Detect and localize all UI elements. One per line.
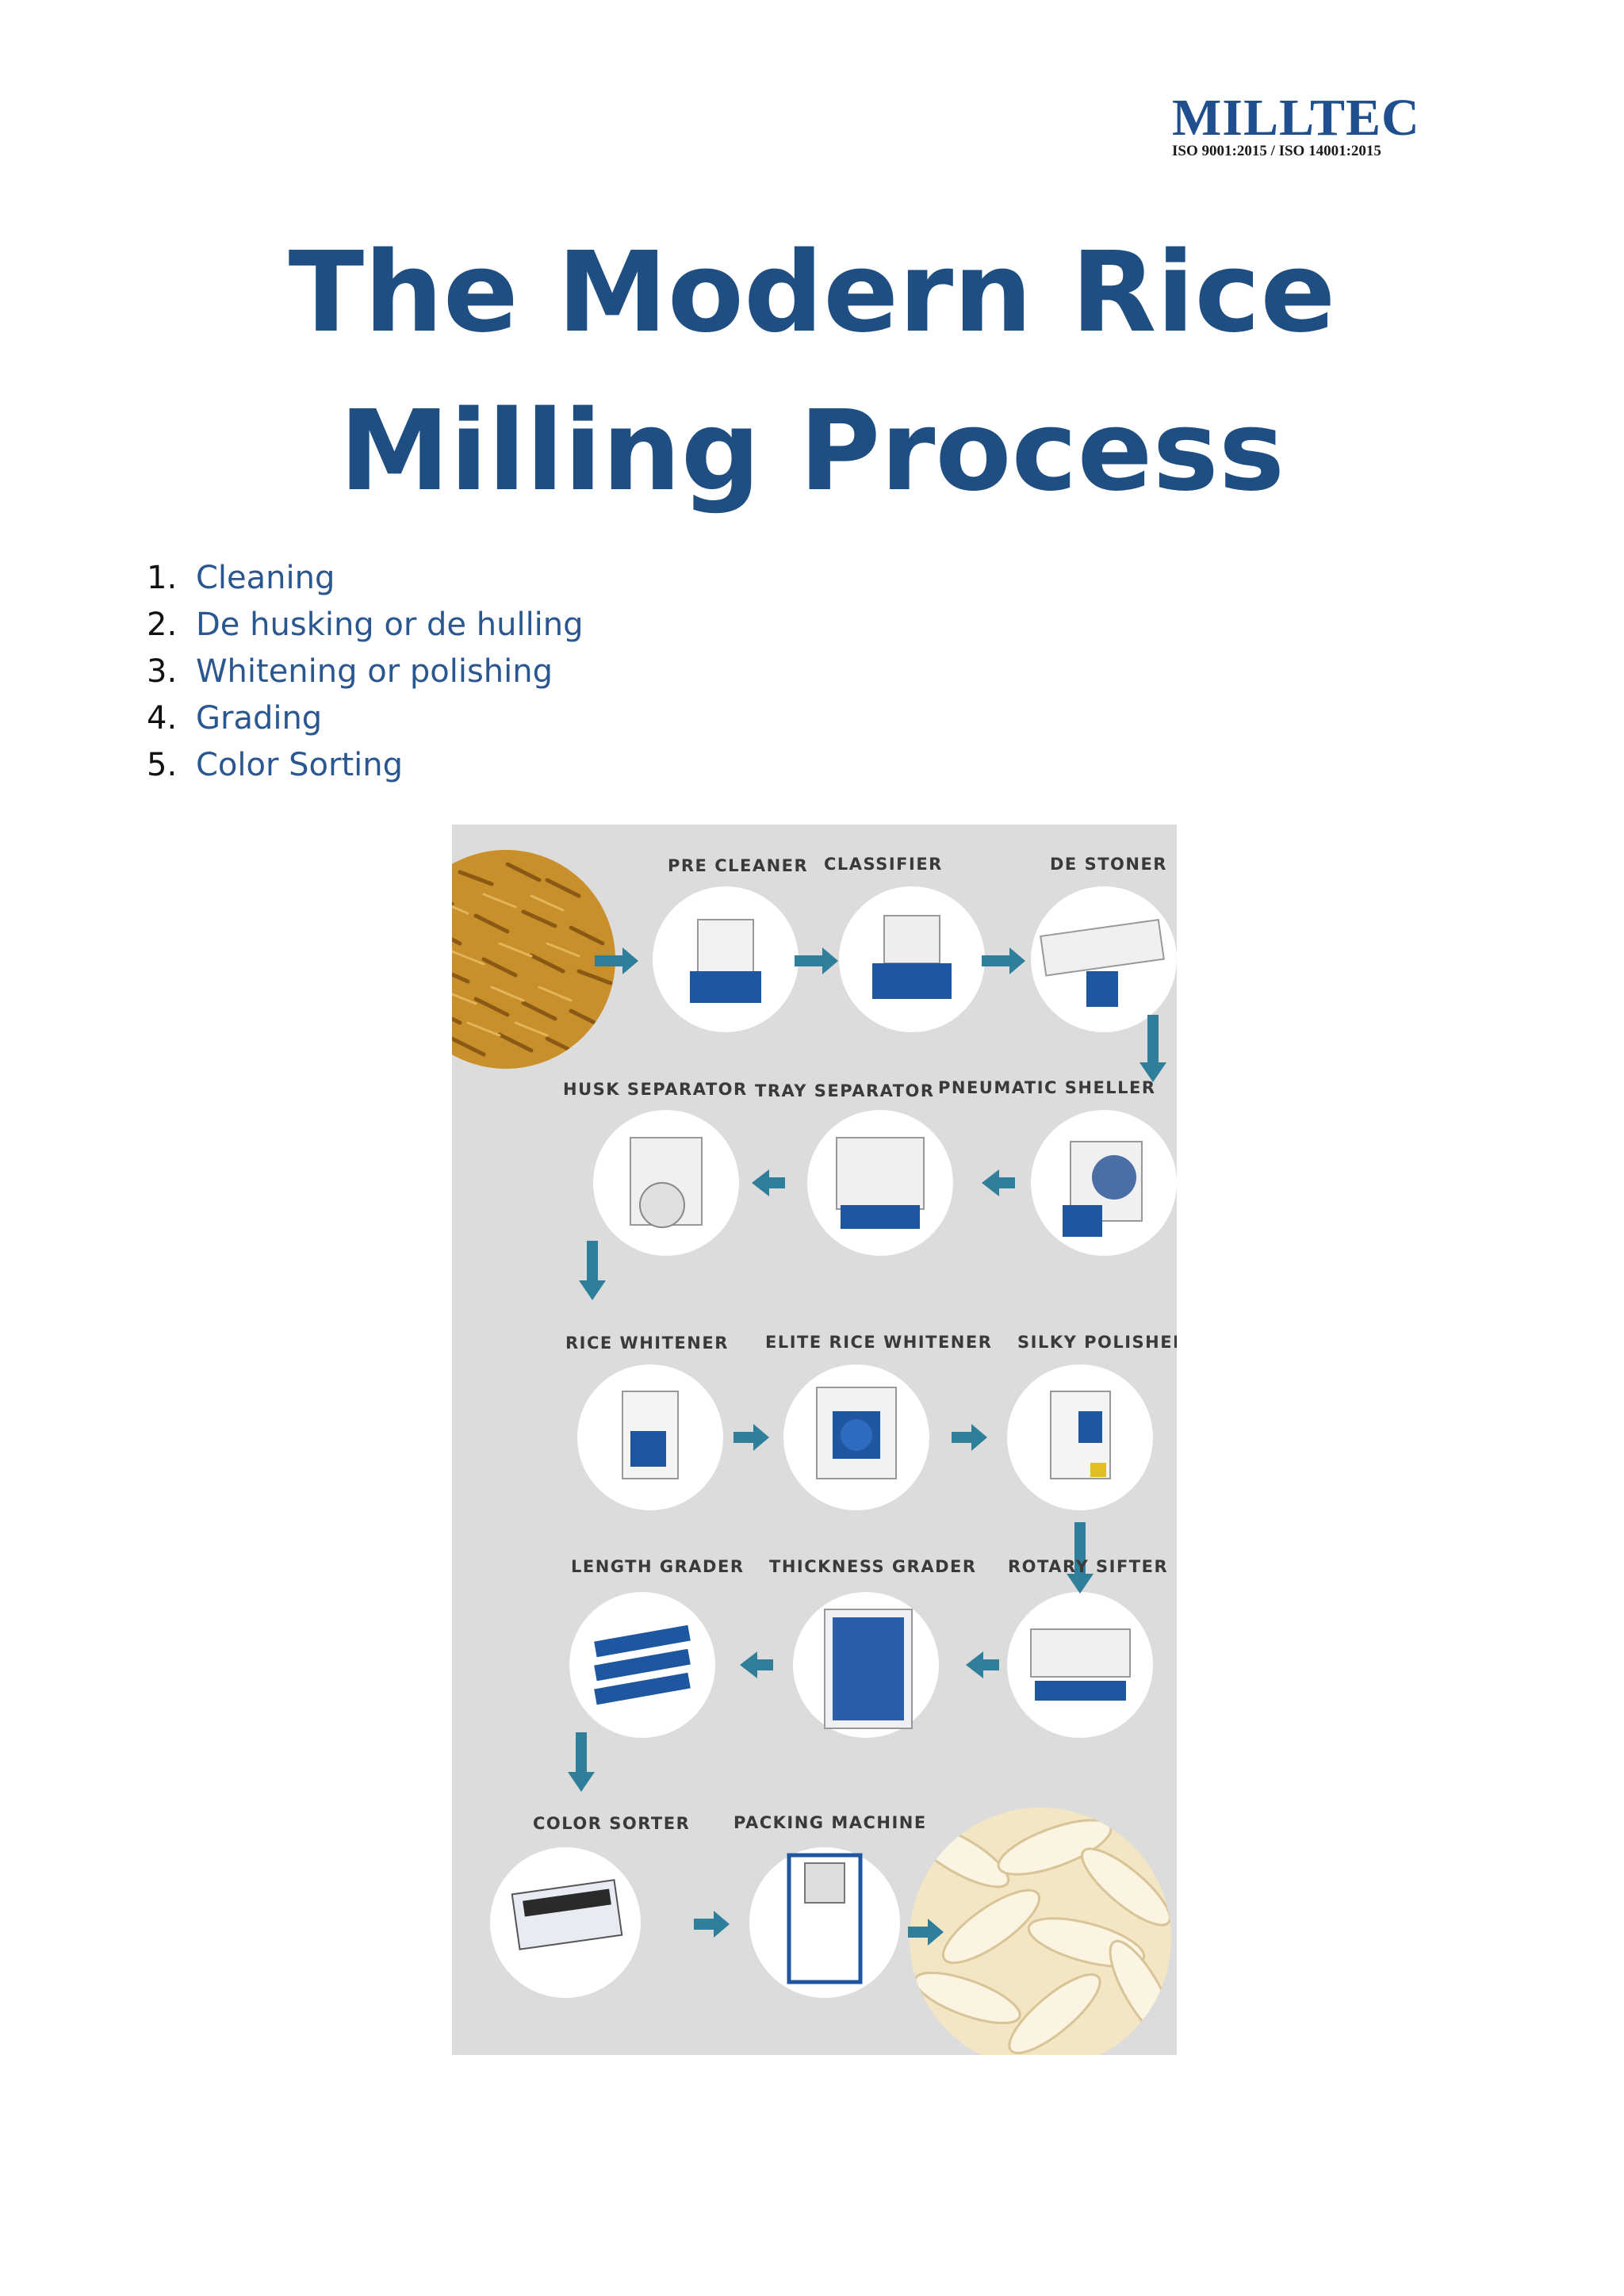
rice-whitener-machine-image (577, 1364, 723, 1510)
husk-separator-machine-image (593, 1110, 739, 1256)
label-packing-machine: PACKING MACHINE (733, 1813, 927, 1832)
paddy-grain-photo (452, 850, 615, 1069)
classifier-machine-image (839, 886, 985, 1032)
rotary-sifter-machine-image (1007, 1592, 1153, 1738)
flow-arrows (568, 947, 1166, 1946)
logo-certification: ISO 9001:2015 / ISO 14001:2015 (1172, 143, 1381, 159)
logo-name: MILLTEC (1172, 89, 1420, 147)
label-silky-polisher: SILKY POLISHER (1017, 1333, 1177, 1352)
label-rotary-sifter: ROTARY SIFTER (1008, 1557, 1169, 1576)
step-number: 4. (147, 700, 178, 737)
pneumatic-sheller-machine-image (1031, 1110, 1177, 1256)
list-item: 3. Whitening or polishing (147, 649, 584, 695)
step-number: 2. (147, 607, 178, 643)
label-husk-separator: HUSK SEPARATOR (563, 1080, 748, 1099)
label-thickness-grader: THICKNESS GRADER (769, 1557, 977, 1576)
list-item: 1. Cleaning (147, 555, 584, 602)
step-label: Cleaning (196, 560, 335, 596)
process-steps-list: 1. Cleaning 2. De husking or de hulling 3.… (147, 555, 584, 789)
thickness-grader-machine-image (793, 1592, 939, 1738)
label-classifier: CLASSIFIER (824, 855, 943, 874)
elite-rice-whitener-machine-image (783, 1364, 929, 1510)
list-item: 5. Color Sorting (147, 742, 584, 789)
silky-polisher-machine-image (1007, 1364, 1153, 1510)
label-pre-cleaner: PRE CLEANER (668, 856, 809, 875)
step-label: Grading (196, 700, 323, 737)
label-rice-whitener: RICE WHITENER (565, 1334, 729, 1353)
de-stoner-machine-image (1031, 886, 1177, 1032)
color-sorter-machine-image (490, 1847, 641, 1998)
company-logo: MILLTEC ISO 9001:2015 / ISO 14001:2015 (1172, 89, 1420, 160)
label-de-stoner: DE STONER (1050, 855, 1167, 874)
label-length-grader: LENGTH GRADER (571, 1557, 745, 1576)
label-color-sorter: COLOR SORTER (533, 1814, 691, 1833)
title-line-1: The Modern Rice (288, 228, 1336, 358)
label-elite-rice-whitener: ELITE RICE WHITENER (765, 1333, 993, 1352)
step-label: Color Sorting (196, 747, 403, 783)
milling-flowchart-image: PRE CLEANER CLASSIFIER DE STONER HUSK SE… (452, 825, 1177, 2055)
pre-cleaner-machine-image (653, 886, 799, 1032)
label-tray-separator: TRAY SEPARATOR (755, 1081, 935, 1100)
tray-separator-machine-image (807, 1110, 953, 1256)
flowchart-graphics (452, 850, 1177, 2055)
list-item: 4. Grading (147, 695, 584, 742)
step-label: De husking or de hulling (196, 607, 584, 643)
length-grader-machine-image (569, 1592, 715, 1738)
step-number: 3. (147, 653, 178, 690)
step-number: 1. (147, 560, 178, 596)
milled-rice-photo (910, 1808, 1171, 2055)
step-number: 5. (147, 747, 178, 783)
label-pneumatic-sheller: PNEUMATIC SHELLER (938, 1078, 1156, 1097)
title-line-2: Milling Process (339, 387, 1285, 516)
list-item: 2. De husking or de hulling (147, 602, 584, 649)
packing-machine-image (749, 1847, 900, 1998)
step-label: Whitening or polishing (196, 653, 553, 690)
page-title: The Modern Rice Milling Process (0, 214, 1624, 531)
